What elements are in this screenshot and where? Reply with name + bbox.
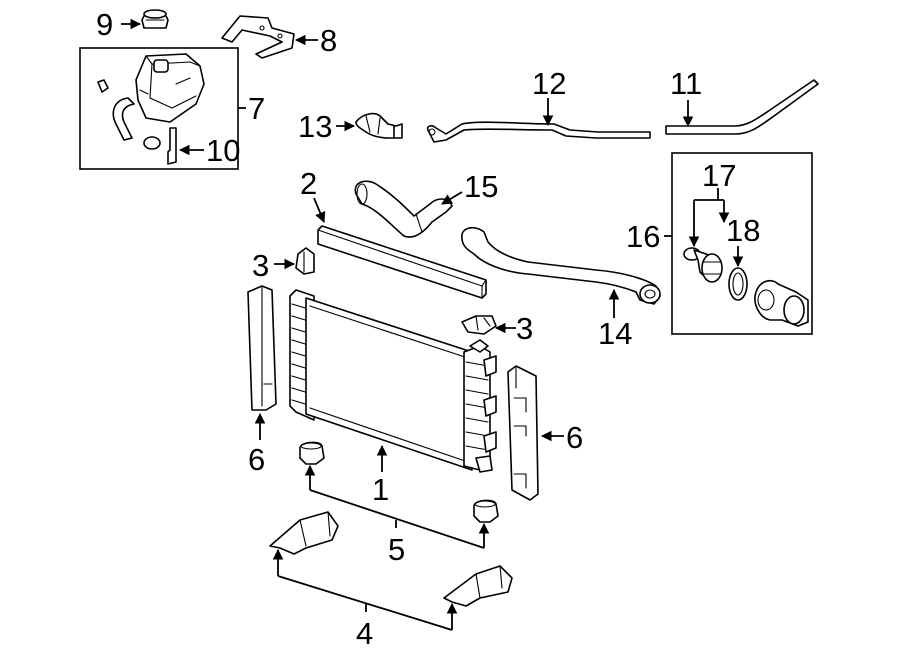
callout-5: 5 bbox=[388, 532, 405, 567]
coolant-reservoir-tank bbox=[135, 53, 205, 123]
hose-14 bbox=[461, 226, 661, 305]
right-side-seal bbox=[507, 365, 539, 501]
callout-11: 11 bbox=[670, 66, 702, 101]
radiator bbox=[289, 289, 497, 473]
callout-6-right: 6 bbox=[566, 420, 583, 455]
callout-12: 12 bbox=[532, 66, 566, 101]
left-side-seal bbox=[247, 285, 277, 411]
hose-12 bbox=[426, 121, 651, 143]
callout-2: 2 bbox=[300, 166, 317, 201]
callout-16: 16 bbox=[626, 219, 660, 254]
reservoir-clip bbox=[97, 79, 109, 93]
air-baffle bbox=[317, 225, 487, 299]
hose-13 bbox=[355, 112, 403, 139]
thermostat bbox=[683, 247, 723, 283]
thermostat-group-box bbox=[671, 152, 813, 335]
callout-10: 10 bbox=[206, 133, 240, 168]
reservoir-bracket bbox=[221, 15, 295, 59]
reservoir-cap bbox=[141, 9, 169, 29]
level-sensor bbox=[167, 127, 177, 165]
callout-9: 9 bbox=[96, 7, 113, 42]
thermostat-housing bbox=[754, 279, 809, 327]
upper-insulator-right bbox=[461, 315, 497, 335]
callout-14: 14 bbox=[598, 316, 632, 351]
callout-8: 8 bbox=[320, 23, 337, 58]
callout-4: 4 bbox=[356, 616, 373, 651]
lower-insulator-right bbox=[473, 499, 499, 523]
callout-6-left: 6 bbox=[248, 442, 265, 477]
callout-13: 13 bbox=[298, 109, 332, 144]
thermostat-seal bbox=[728, 267, 748, 301]
callout-1: 1 bbox=[372, 472, 389, 507]
callout-15: 15 bbox=[464, 169, 498, 204]
lower-bracket-left bbox=[269, 511, 339, 555]
upper-insulator-left bbox=[295, 247, 315, 275]
callout-3-left: 3 bbox=[252, 248, 269, 283]
callout-18: 18 bbox=[726, 213, 760, 248]
pipe-11 bbox=[665, 79, 819, 135]
callout-17: 17 bbox=[702, 158, 736, 193]
hose-15 bbox=[354, 180, 453, 238]
lower-insulator-left bbox=[299, 441, 325, 465]
reservoir-hose bbox=[112, 97, 135, 141]
callout-7: 7 bbox=[248, 91, 265, 126]
lower-bracket-right bbox=[443, 565, 513, 607]
callout-3-right: 3 bbox=[516, 311, 533, 346]
reservoir-fitting bbox=[143, 136, 161, 150]
